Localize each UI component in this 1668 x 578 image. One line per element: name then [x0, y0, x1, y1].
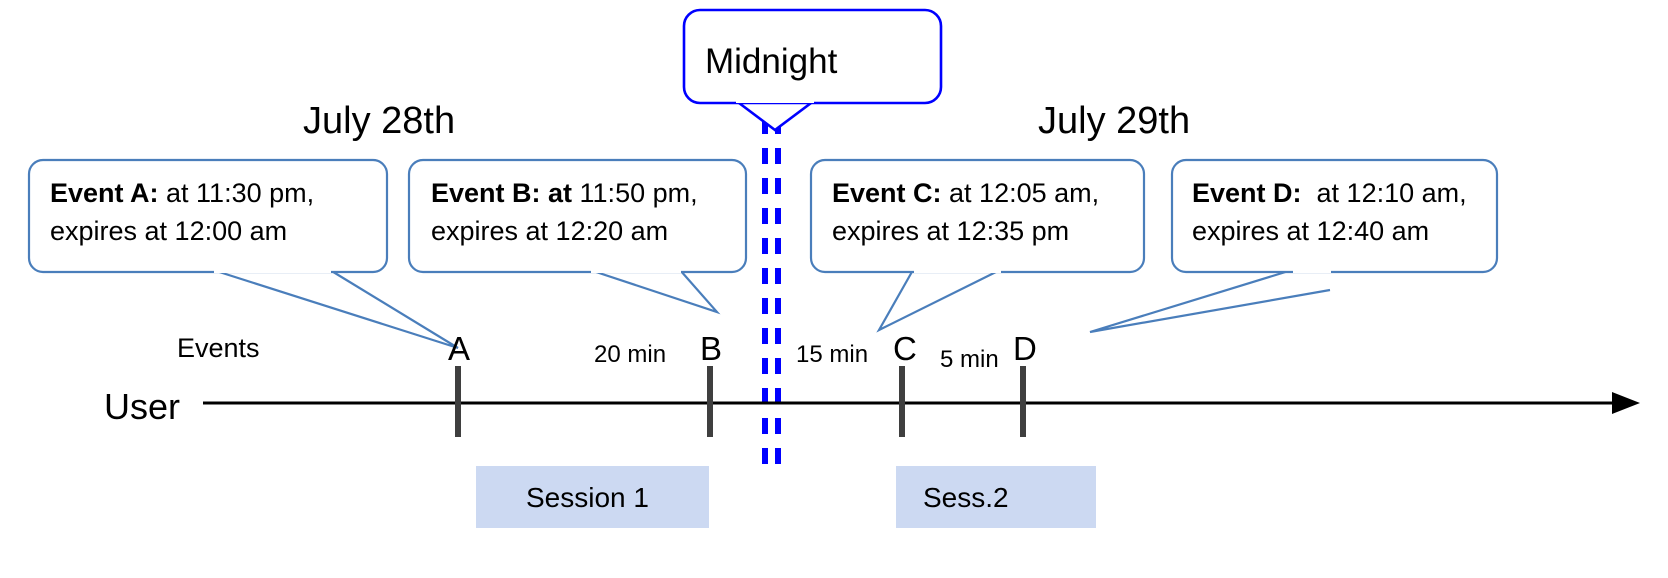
- session-label-2: Sess.2: [923, 482, 1009, 513]
- svg-text:Event C: at 12:05 am,: Event C: at 12:05 am,: [832, 178, 1099, 208]
- callout-event-d-line2: expires at 12:40 am: [1192, 216, 1429, 246]
- callout-event-a-line2: expires at 12:00 am: [50, 216, 287, 246]
- callout-tail-event-b: [589, 268, 721, 315]
- session-block-2: Sess.2: [896, 466, 1096, 528]
- timeline-axis: [203, 392, 1640, 414]
- lane-label-events: Events: [177, 333, 260, 363]
- session-block-1: Session 1: [476, 466, 709, 528]
- callout-event-c-rest: at 12:05 am,: [942, 178, 1100, 208]
- callout-tail-event-a: [212, 268, 459, 350]
- date-heading-july-29: July 29th: [1038, 100, 1190, 142]
- midnight-divider: [762, 118, 781, 478]
- gap-label-c-d: 5 min: [940, 346, 999, 373]
- callout-tail-event-d: [1089, 268, 1331, 334]
- callout-event-d-rest: at 12:10 am,: [1302, 178, 1467, 208]
- callout-tail-event-c: [876, 269, 1001, 333]
- callout-event-a-bold: Event A:: [50, 178, 159, 208]
- marker-label-d: D: [1013, 330, 1037, 367]
- callout-event-d-bold: Event D:: [1192, 178, 1302, 208]
- svg-text:Event A: at 11:30 pm,: Event A: at 11:30 pm,: [50, 178, 314, 208]
- session-label-1: Session 1: [526, 482, 649, 513]
- callout-event-c: Event C: at 12:05 am, expires at 12:35 p…: [809, 158, 1146, 274]
- marker-label-a: A: [448, 330, 470, 367]
- callout-event-a-rest: at 11:30 pm,: [159, 178, 315, 208]
- callout-event-c-line2: expires at 12:35 pm: [832, 216, 1069, 246]
- svg-text:Event B: at 11:50 pm,: Event B: at 11:50 pm,: [431, 178, 698, 208]
- marker-label-c: C: [893, 330, 917, 367]
- lane-label-user: User: [104, 386, 180, 427]
- gap-label-a-b: 20 min: [594, 341, 666, 368]
- callout-event-b-bold: Event B: at: [431, 178, 572, 208]
- callout-event-a: Event A: at 11:30 pm, expires at 12:00 a…: [27, 158, 389, 274]
- midnight-callout: Midnight: [682, 8, 943, 132]
- gap-label-b-c: 15 min: [796, 341, 868, 368]
- callout-event-d: Event D: at 12:10 am, expires at 12:40 a…: [1170, 158, 1499, 274]
- callout-event-b-line2: expires at 12:20 am: [431, 216, 668, 246]
- callout-event-c-bold: Event C:: [832, 178, 942, 208]
- callout-event-b: Event B: at 11:50 pm, expires at 12:20 a…: [407, 158, 748, 274]
- date-heading-july-28: July 28th: [303, 100, 455, 142]
- marker-label-b: B: [700, 330, 722, 367]
- midnight-label: Midnight: [705, 42, 838, 81]
- svg-text:Event D: at 12:10 am,: Event D: at 12:10 am,: [1192, 178, 1467, 208]
- callout-event-b-rest: 11:50 pm,: [572, 178, 698, 208]
